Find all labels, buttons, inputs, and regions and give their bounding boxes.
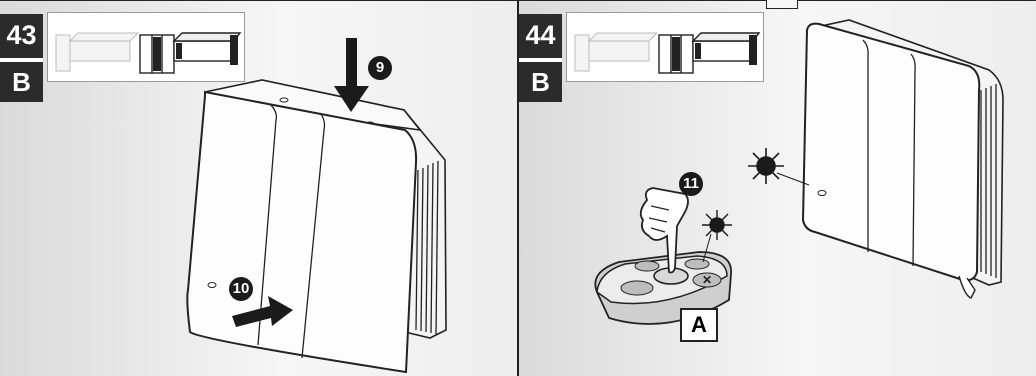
part-label-a: A: [680, 308, 718, 342]
header-tab: [766, 0, 798, 9]
svg-text:✕: ✕: [702, 273, 712, 287]
unit-install-illustration: [0, 0, 517, 376]
unit-and-remote-illustration: ✕: [519, 0, 1036, 376]
step-43-panel: 43 B: [0, 0, 517, 376]
led-blink-icon: [748, 148, 809, 185]
ventilation-unit-icon: [803, 20, 1003, 298]
callout-10: 10: [229, 277, 253, 301]
step-44-panel: 44 B: [519, 0, 1036, 376]
callout-11: 11: [679, 172, 703, 196]
callout-9: 9: [368, 56, 392, 80]
